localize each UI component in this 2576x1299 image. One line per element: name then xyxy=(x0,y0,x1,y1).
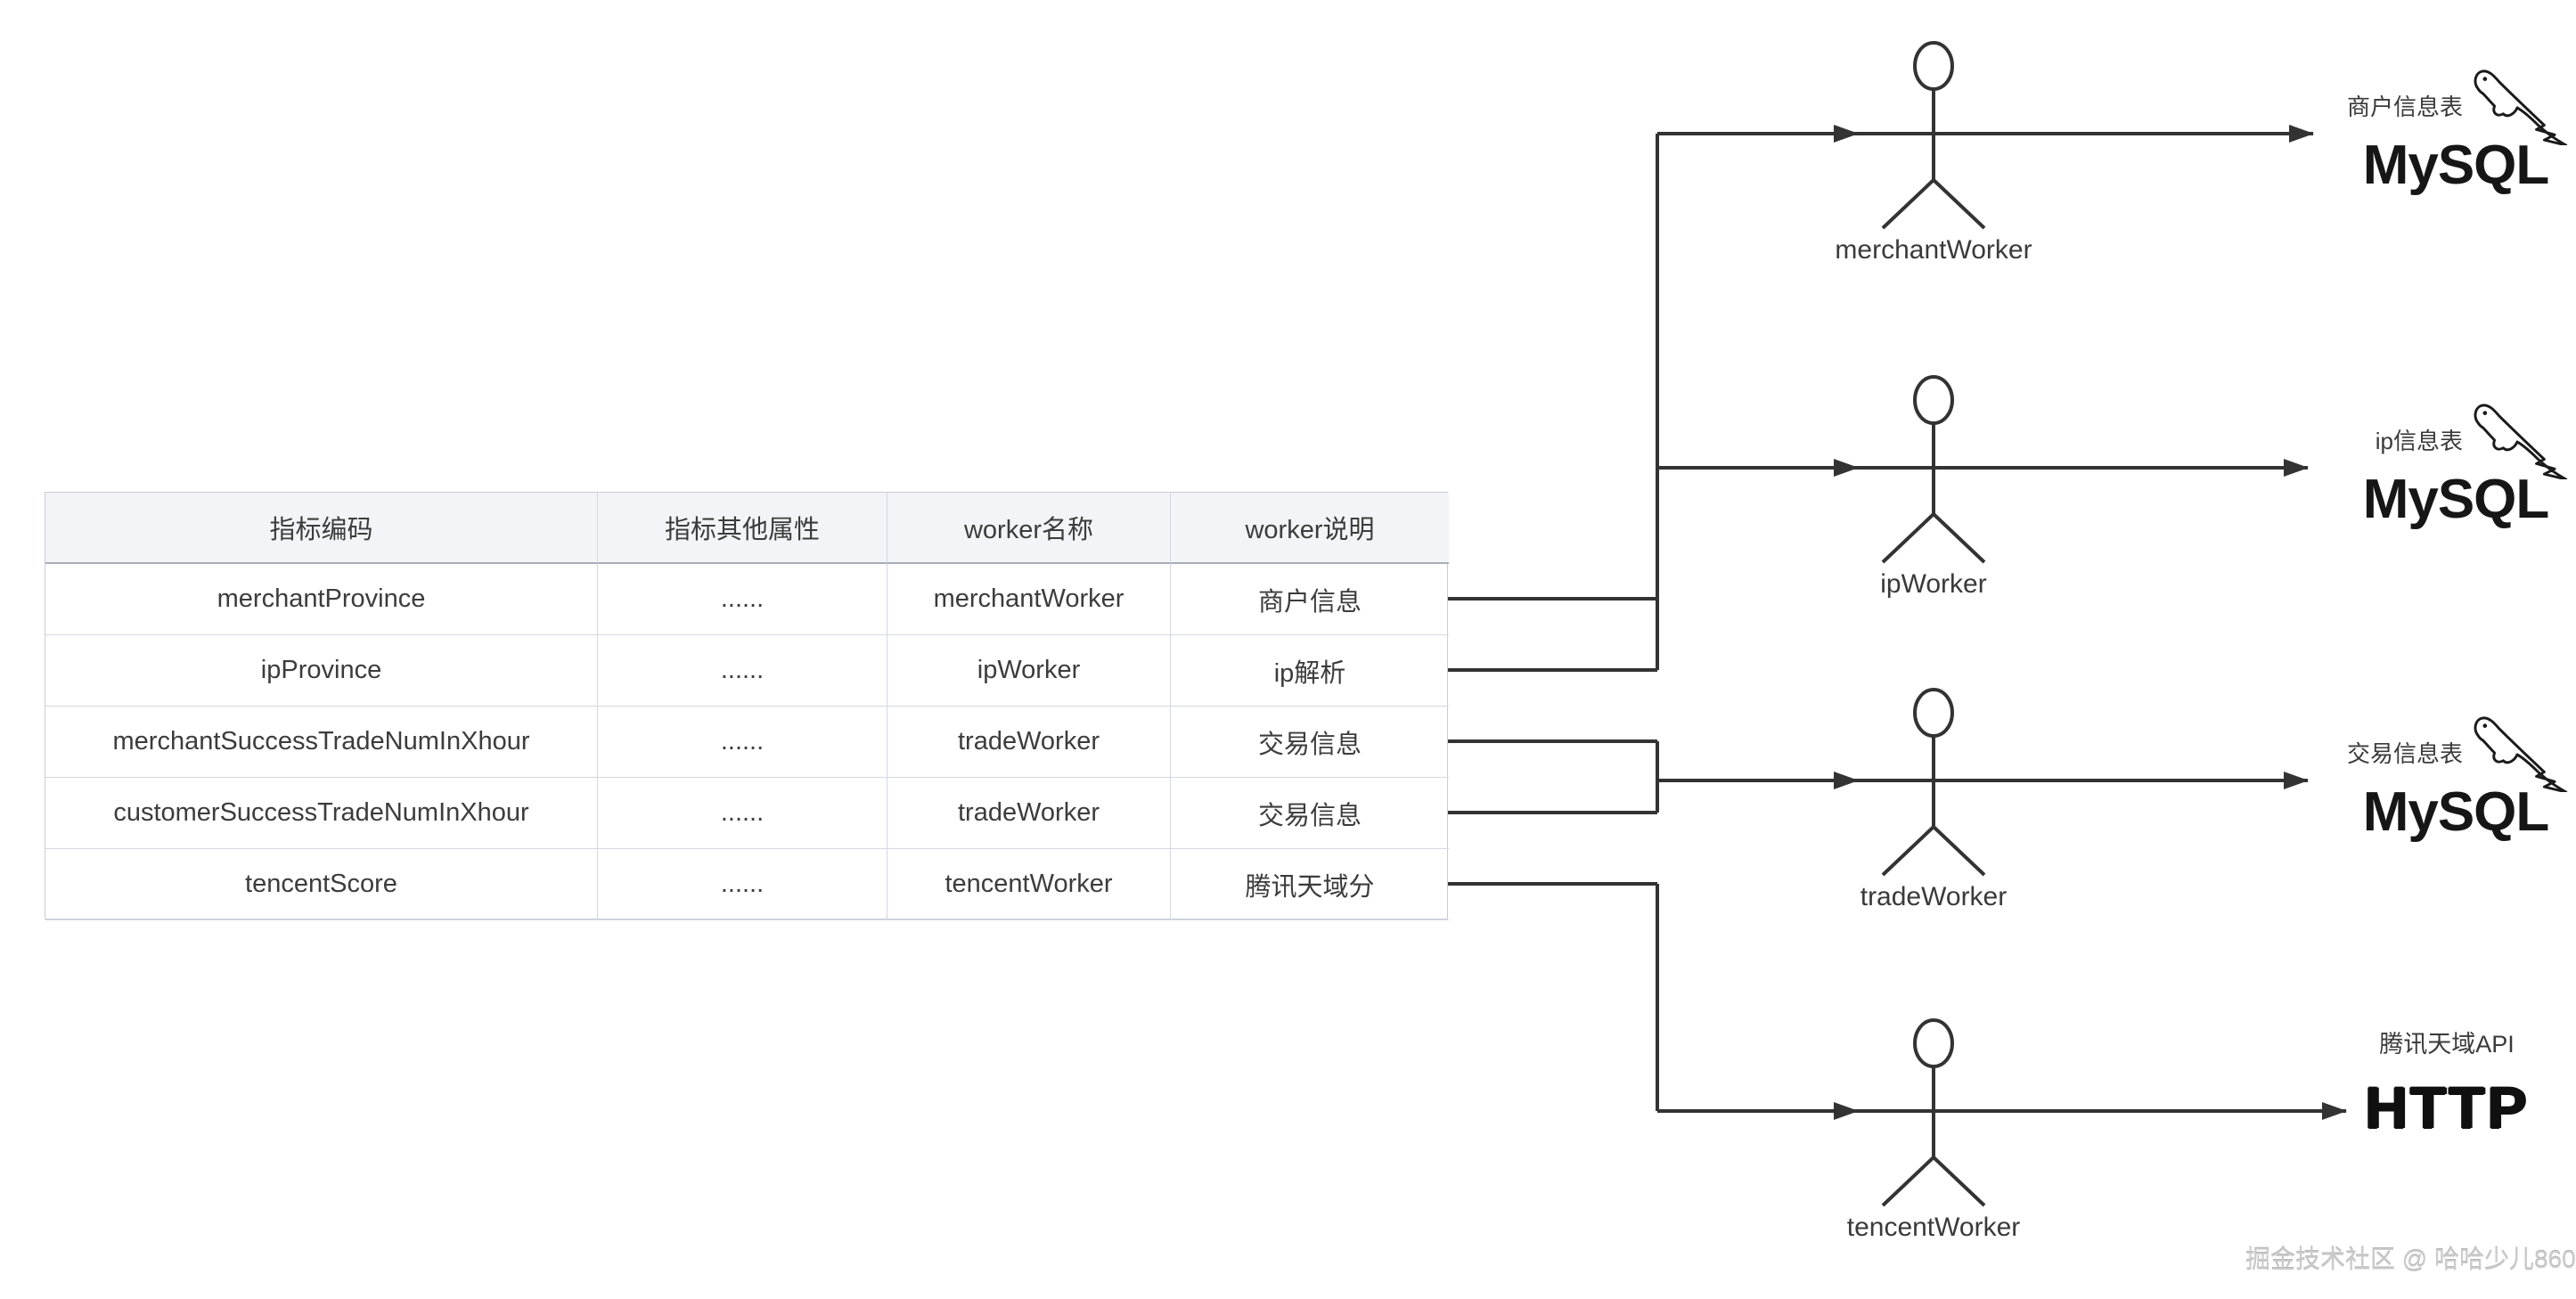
datastore-tencent-api: 腾讯天域API HTTP xyxy=(2331,1025,2563,1141)
cell-indicator-attrs: ...... xyxy=(598,849,887,920)
stick-figure-legs-icon xyxy=(1881,1113,1986,1207)
datastore-ip-mysql: ip信息表 MySQL xyxy=(2340,400,2572,531)
cell-worker-name: ipWorker xyxy=(887,635,1171,707)
cell-worker-desc: 腾讯天域分 xyxy=(1171,849,1449,920)
datastore-table-label: 交易信息表 xyxy=(2346,739,2463,767)
actor-label-merchantworker: merchantWorker xyxy=(1835,235,2032,265)
mysql-logo-text: MySQL xyxy=(2362,469,2550,530)
mysql-dolphin-icon xyxy=(2474,716,2568,792)
datastore-table-label: ip信息表 xyxy=(2375,427,2463,454)
cell-worker-desc: 商户信息 xyxy=(1171,564,1449,635)
col-header-indicator-attrs: 指标其他属性 xyxy=(598,493,887,564)
stick-figure-legs-icon xyxy=(1881,782,1986,877)
cell-indicator-code: ipProvince xyxy=(45,635,598,707)
cell-worker-name: tencentWorker xyxy=(887,849,1171,920)
col-header-worker-desc: worker说明 xyxy=(1171,493,1449,564)
cell-indicator-code: merchantProvince xyxy=(45,564,598,635)
api-label: 腾讯天域API xyxy=(2379,1031,2515,1058)
cell-indicator-code: tencentScore xyxy=(45,849,598,920)
stick-figure-icon xyxy=(1913,688,1954,782)
mysql-dolphin-icon xyxy=(2474,69,2568,145)
cell-worker-name: tradeWorker xyxy=(887,707,1171,778)
stick-figure-legs-icon xyxy=(1881,135,1986,230)
cell-worker-desc: 交易信息 xyxy=(1171,707,1449,778)
stick-figure-icon xyxy=(1913,41,1954,135)
mysql-dolphin-icon xyxy=(2474,404,2568,479)
actor-label-tencentworker: tencentWorker xyxy=(1846,1213,2021,1242)
http-logo-text: HTTP xyxy=(2364,1074,2530,1140)
col-header-worker-name: worker名称 xyxy=(887,493,1171,564)
datastore-table-label: 商户信息表 xyxy=(2346,93,2463,120)
watermark: 掘金技术社区 @ 哈哈少儿860 xyxy=(2245,1246,2576,1273)
actor-label-ipworker: ipWorker xyxy=(1880,569,1987,599)
stick-figure-icon xyxy=(1913,1018,1954,1113)
indicator-worker-table: 指标编码 指标其他属性 worker名称 worker说明 merchantPr… xyxy=(45,492,1449,920)
cell-indicator-code: merchantSuccessTradeNumInXhour xyxy=(45,707,598,778)
mysql-logo-text: MySQL xyxy=(2362,135,2550,196)
stick-figure-legs-icon xyxy=(1881,470,1986,564)
cell-indicator-attrs: ...... xyxy=(598,564,887,635)
cell-indicator-code: customerSuccessTradeNumInXhour xyxy=(45,778,598,849)
col-header-indicator-code: 指标编码 xyxy=(45,493,598,564)
actor-label-tradeworker: tradeWorker xyxy=(1860,882,2008,911)
cell-indicator-attrs: ...... xyxy=(598,635,887,707)
datastore-trade-mysql: 交易信息表 MySQL xyxy=(2340,713,2572,844)
cell-indicator-attrs: ...... xyxy=(598,707,887,778)
cell-worker-desc: ip解析 xyxy=(1171,635,1449,707)
cell-worker-name: tradeWorker xyxy=(887,778,1171,849)
datastore-merchant-mysql: 商户信息表 MySQL xyxy=(2340,66,2572,197)
stick-figure-icon xyxy=(1913,375,1954,470)
cell-worker-desc: 交易信息 xyxy=(1171,778,1449,849)
cell-worker-name: merchantWorker xyxy=(887,564,1171,635)
mysql-logo-text: MySQL xyxy=(2362,781,2550,843)
cell-indicator-attrs: ...... xyxy=(598,778,887,849)
